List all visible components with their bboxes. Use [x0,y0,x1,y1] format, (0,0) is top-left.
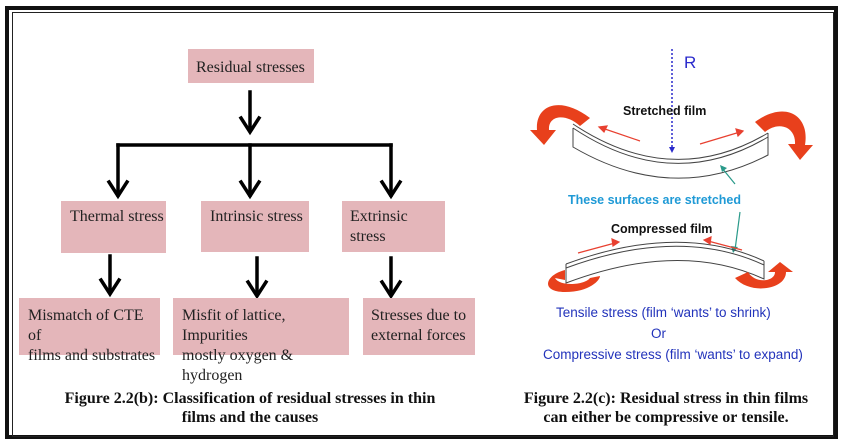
radius-arrowhead [669,147,675,153]
category-label: Extrinsic stress [350,208,408,245]
compressed-film-label: Compressed film [611,222,713,236]
caption-line: Figure 2.2(b): Classification of residua… [64,390,436,407]
caption-right: Figure 2.2(c): Residual stress in thin f… [493,389,839,427]
category-box-thermal: Thermal stress [61,201,166,253]
arrowhead-thermal [106,179,130,200]
cause-box-extrinsic: Stresses due to external forces [363,298,475,355]
cause-box-intrinsic: Misfit of lattice, Impurities mostly oxy… [173,298,349,384]
stretch-arrows [597,125,745,145]
category-box-intrinsic: Intrinsic stress [201,201,309,252]
curl-arrow-left-bottom [548,270,600,292]
cause-line: mostly oxygen & hydrogen [182,347,294,384]
radius-label: R [684,53,697,72]
root-label: Residual stresses [196,59,305,76]
category-box-extrinsic: Extrinsic stress [342,201,445,252]
compressed-film [565,241,765,284]
arrowhead-extrinsic [379,179,403,200]
caption-line: can either be compressive or tensile. [543,409,789,426]
caption-line: Figure 2.2(c): Residual stress in thin f… [523,390,809,407]
arrowhead-intrinsic [238,179,262,200]
curl-arrow-right-top [755,111,813,160]
pointer-lower [734,211,741,251]
category-label: Intrinsic stress [210,208,303,225]
arrowhead-intrinsic-cause [245,279,269,300]
compressive-explanation: Compressive stress (film ‘wants’ to expa… [543,347,803,362]
curl-arrow-right-bottom [735,262,793,289]
pointer-upper [721,167,736,185]
stretched-film-label: Stretched film [623,104,707,118]
curl-arrow-left-top [530,105,590,145]
arrowhead-root [238,115,262,136]
tensile-explanation: Tensile stress (film ‘wants’ to shrink) [556,305,771,320]
caption-line: films and the causes [181,409,319,426]
stretched-film [572,123,769,179]
stretched-surfaces-label: These surfaces are stretched [568,193,742,207]
cause-line: Mismatch of CTE of [28,307,144,344]
arrowhead-thermal-cause [98,277,122,298]
cause-line: Stresses due to [371,307,467,324]
root-box: Residual stresses [188,49,314,83]
compress-arrows [577,236,743,254]
inner-border [12,12,834,437]
cause-box-thermal: Mismatch of CTE of films and substrates [19,298,160,364]
cause-line: external forces [371,327,466,344]
cause-line: Misfit of lattice, Impurities [182,307,286,344]
caption-left: Figure 2.2(b): Classification of residua… [20,389,480,427]
category-label: Thermal stress [70,208,164,225]
arrowhead-extrinsic-cause [379,279,403,300]
outer-border [5,6,838,439]
cause-line: films and substrates [28,347,156,364]
or-label: Or [651,326,666,341]
